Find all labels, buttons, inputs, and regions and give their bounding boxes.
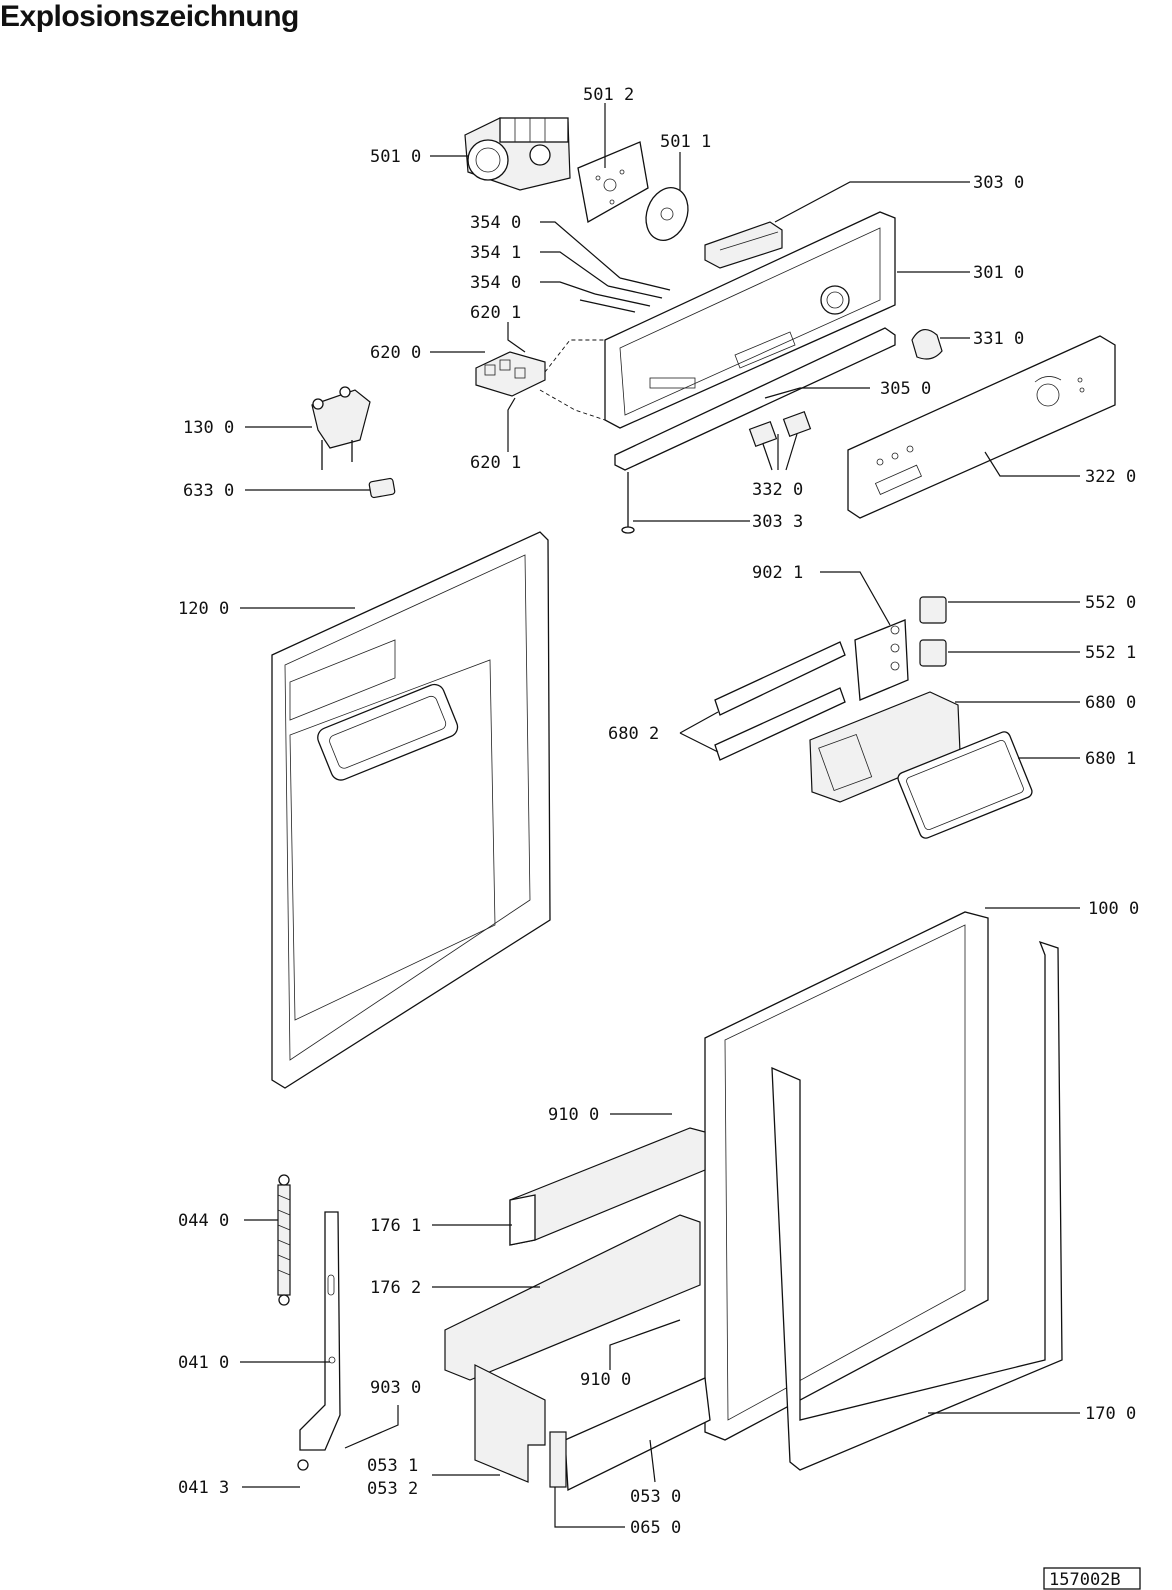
part-303-0-handle	[704, 221, 783, 269]
label-065-0: 065 0	[630, 1518, 681, 1538]
reference-number: 157002B	[1049, 1570, 1121, 1590]
label-501-0: 501 0	[370, 147, 421, 167]
part-303-3-screw	[621, 472, 635, 534]
part-633-0-filter	[368, 477, 396, 499]
label-620-1-b: 620 1	[470, 453, 521, 473]
part-305-0-rail	[614, 327, 896, 471]
part-170-0-seal	[771, 940, 1063, 1471]
label-633-0: 633 0	[183, 481, 234, 501]
label-354-0-a: 354 0	[470, 213, 521, 233]
label-501-2: 501 2	[583, 85, 634, 105]
label-680-1: 680 1	[1085, 749, 1136, 769]
label-053-1: 053 1	[367, 1456, 418, 1476]
label-902-1: 902 1	[752, 563, 803, 583]
label-552-0: 552 0	[1085, 593, 1136, 613]
part-331-0-knob	[911, 329, 943, 360]
label-044-0: 044 0	[178, 1211, 229, 1231]
part-680-dispenser	[714, 641, 1033, 839]
leader-lines	[240, 103, 1080, 1528]
part-100-0-outer-door	[704, 911, 989, 1441]
label-305-0: 305 0	[880, 379, 931, 399]
label-332-0: 332 0	[752, 480, 803, 500]
label-552-1: 552 1	[1085, 643, 1136, 663]
reference-number-box: 157002B	[1043, 1567, 1141, 1590]
label-354-0-b: 354 0	[470, 273, 521, 293]
part-120-0-inner-door	[271, 531, 551, 1089]
part-501-1-disc	[645, 187, 689, 241]
label-680-0: 680 0	[1085, 693, 1136, 713]
part-301-0-control-panel	[604, 211, 896, 429]
label-053-2: 053 2	[367, 1479, 418, 1499]
part-552-switches	[919, 596, 947, 667]
part-501-0-programmer	[464, 117, 571, 191]
label-176-1: 176 1	[370, 1216, 421, 1236]
label-303-3: 303 3	[752, 512, 803, 532]
part-053-front-panel	[474, 1364, 711, 1492]
part-044-0-spring	[277, 1174, 291, 1306]
part-902-1-bracket	[854, 619, 909, 701]
label-501-1: 501 1	[660, 132, 711, 152]
label-301-0: 301 0	[973, 263, 1024, 283]
label-120-0: 120 0	[178, 599, 229, 619]
label-130-0: 130 0	[183, 418, 234, 438]
label-303-0: 303 0	[973, 173, 1024, 193]
part-labels: 501 2 501 0 501 1 303 0 354 0 354 1 354 …	[178, 85, 1139, 1538]
part-041-hinge-arm	[297, 1211, 341, 1471]
label-620-0: 620 0	[370, 343, 421, 363]
label-680-2: 680 2	[608, 724, 659, 744]
label-041-0: 041 0	[178, 1353, 229, 1373]
label-053-0: 053 0	[630, 1487, 681, 1507]
part-130-0-door-lock	[311, 386, 371, 470]
label-910-0-b: 910 0	[580, 1370, 631, 1390]
part-501-2-plate	[577, 141, 649, 224]
label-354-1: 354 1	[470, 243, 521, 263]
label-100-0: 100 0	[1088, 899, 1139, 919]
part-322-0-decor-panel	[847, 335, 1116, 519]
label-620-1-a: 620 1	[470, 303, 521, 323]
part-620-terminals	[475, 339, 606, 421]
page-title: Explosionszeichnung	[0, 0, 299, 33]
label-903-0: 903 0	[370, 1378, 421, 1398]
part-332-0-buttons	[748, 411, 812, 447]
label-331-0: 331 0	[973, 329, 1024, 349]
label-910-0-a: 910 0	[548, 1105, 599, 1125]
label-170-0: 170 0	[1085, 1404, 1136, 1424]
label-041-3: 041 3	[178, 1478, 229, 1498]
part-354-push-rods	[579, 277, 671, 313]
part-176-strips	[444, 1127, 706, 1381]
label-322-0: 322 0	[1085, 467, 1136, 487]
label-176-2: 176 2	[370, 1278, 421, 1298]
